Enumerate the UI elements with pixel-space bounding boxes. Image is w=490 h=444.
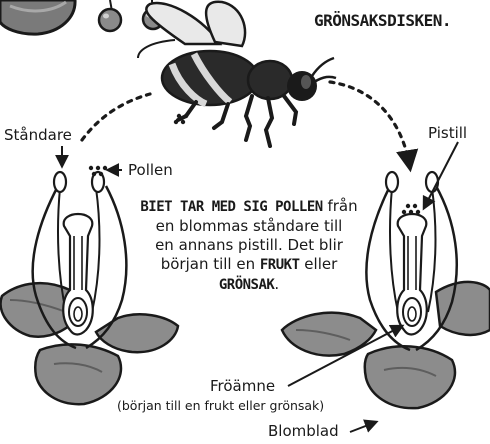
flight-path-right — [330, 82, 410, 168]
cherry-icon — [99, 0, 121, 31]
explanation-line4a: början till en — [161, 255, 260, 273]
word-frukt: FRUKT — [260, 257, 300, 273]
word-gronsak: GRÖNSAK — [219, 277, 275, 293]
explanation-line1: från — [323, 197, 358, 215]
label-blomblad: Blomblad — [268, 423, 339, 440]
label-froamne-note: (början till en frukt eller grönsak) — [117, 397, 324, 414]
blomblad-arrow — [350, 422, 376, 432]
explanation-text: BIET TAR MED SIG POLLEN från en blommas … — [108, 197, 390, 295]
pollen-on-pistil — [402, 204, 420, 214]
explanation-lead: BIET TAR MED SIG POLLEN — [140, 199, 322, 215]
bee-illustration — [138, 2, 336, 146]
explanation-line3: en annans pistill. Det blir — [108, 236, 390, 255]
top-caption: GRÖNSAKSDISKEN. — [314, 12, 451, 29]
label-pistill: Pistill — [428, 125, 467, 142]
explanation-line4b: eller — [300, 255, 338, 273]
label-pollen: Pollen — [128, 162, 173, 179]
petal — [35, 344, 121, 404]
explanation-line2: en blommas ståndare till — [108, 217, 390, 236]
fruit-illustration — [0, 0, 75, 34]
petal — [365, 346, 455, 408]
petal — [436, 282, 490, 335]
label-froamne: Fröämne — [210, 378, 275, 395]
explanation-end: . — [274, 275, 279, 293]
petal — [96, 314, 178, 352]
flight-path-left — [82, 94, 150, 140]
label-standare: Ståndare — [4, 127, 72, 144]
